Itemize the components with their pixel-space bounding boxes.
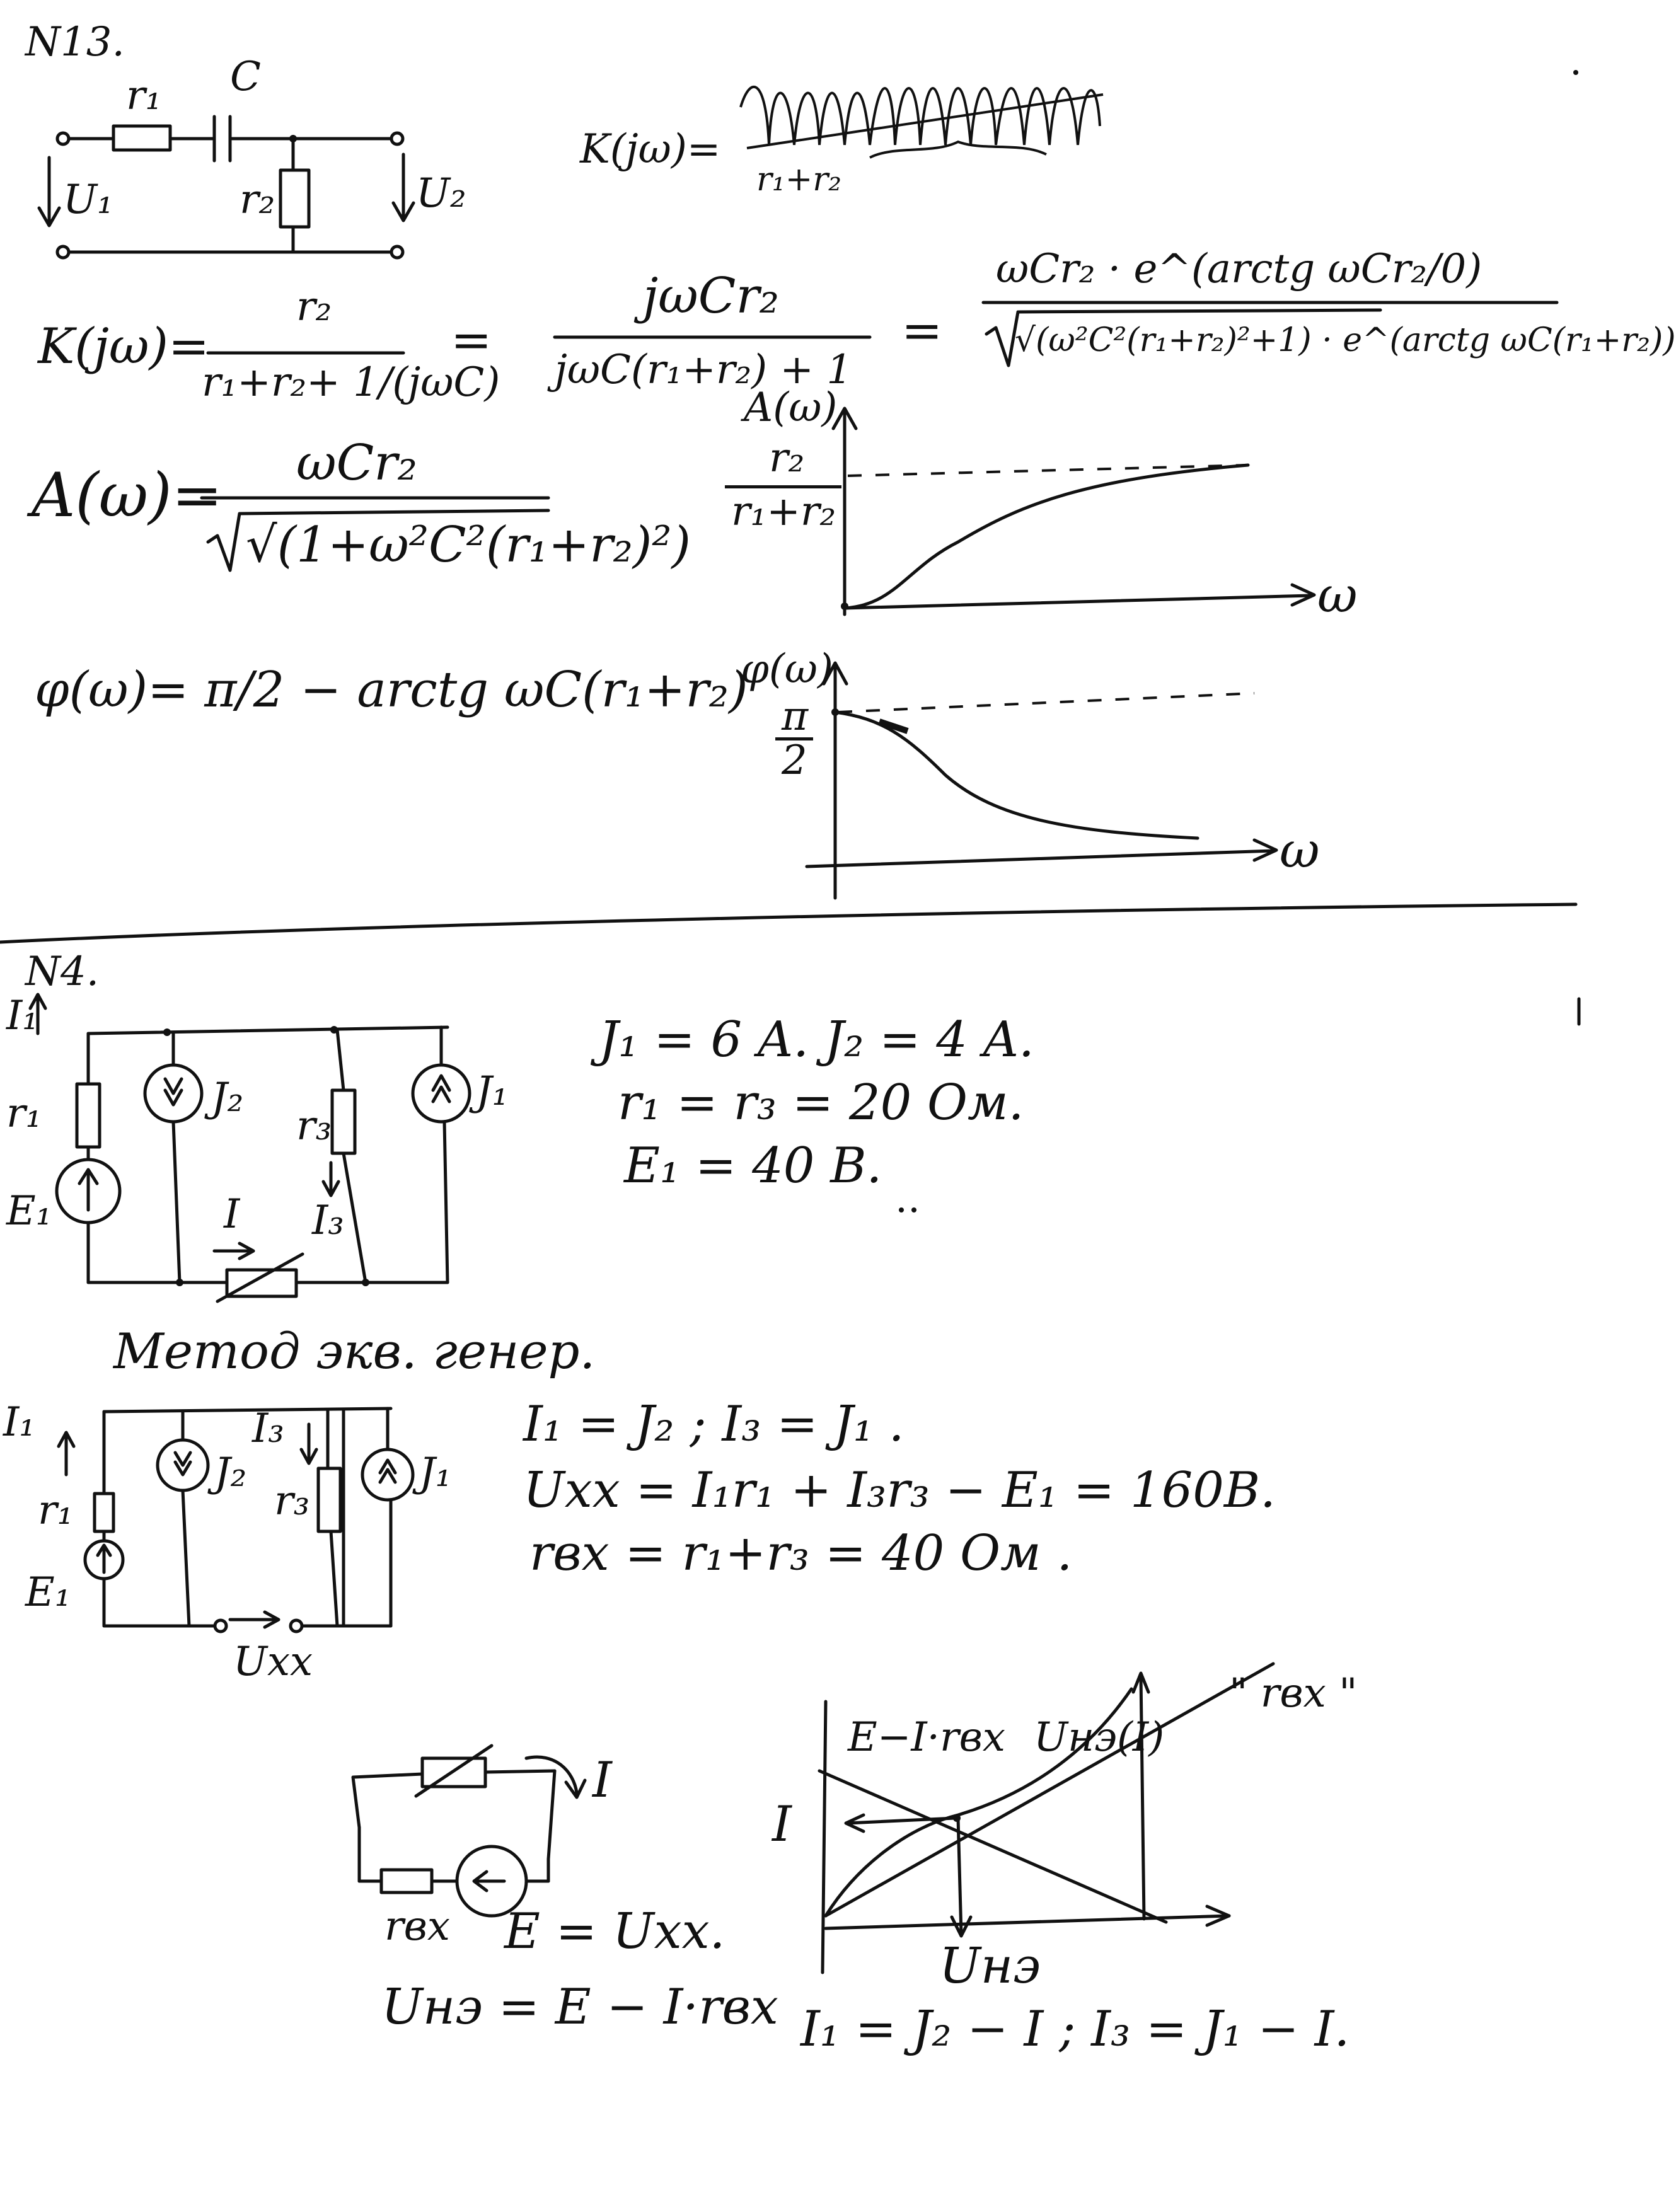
eq-circuit-i-label: I: [592, 1752, 612, 1809]
a-lhs: A(ω)=: [32, 460, 223, 531]
scratch-formula-tail: r₁+r₂: [756, 161, 841, 199]
c1-e1-label: E₁: [6, 1188, 52, 1235]
c1-i3-label: I₃: [312, 1197, 344, 1244]
k-equals-1: =: [451, 312, 492, 369]
graph-x-label: Uнэ: [939, 1938, 1041, 1995]
c2-e1-label: E₁: [25, 1569, 71, 1616]
c2-j2-label: J₂: [214, 1449, 247, 1496]
circuit-n4-open-circuit: [57, 1407, 415, 1633]
k-lhs: K(jω)=: [38, 318, 210, 375]
amp-asymptote-num: r₂: [769, 435, 805, 481]
phase-asymptote-fraction-bar: [775, 737, 813, 740]
problem4-title: N4.: [25, 948, 100, 995]
eq-circuit-e-label: E = Uxx.: [504, 1903, 725, 1960]
load-line-graph: [818, 1662, 1275, 1974]
equation-1: I₁ = J₂ ; I₃ = J₁ .: [523, 1396, 904, 1453]
c2-r1-label: r₁: [38, 1487, 74, 1534]
equation-3: rвх = r₁+r₃ = 40 Ом .: [529, 1525, 1073, 1582]
u1-label: U₁: [63, 176, 113, 223]
given-line-1: J₁ = 6 A. J₂ = 4 A.: [599, 1011, 1034, 1068]
problem13-title: N13.: [25, 19, 125, 66]
crossed-out-scribble: [739, 85, 1104, 159]
amp-asymptote-den: r₁+r₂: [731, 488, 836, 535]
amp-graph-y-label: A(ω): [744, 384, 838, 431]
circuit-n4-original: [28, 993, 471, 1303]
phase-graph-y-label: φ(ω): [741, 646, 833, 693]
graph-y-label: I: [772, 1796, 792, 1853]
a-denominator: √(1+ω²C²(r₁+r₂)²): [246, 517, 691, 573]
equivalent-generator-circuit: [351, 1744, 587, 1918]
sqrt-sign-k3: [985, 308, 1382, 367]
given-line-3: E₁ = 40 B.: [624, 1138, 882, 1194]
rc-circuit: [37, 115, 415, 260]
section-divider: [0, 902, 1578, 944]
handwritten-drawings: [0, 70, 1581, 1974]
given-line-2: r₁ = r₃ = 20 Ом.: [618, 1074, 1024, 1131]
c1-r1-label: r₁: [6, 1090, 42, 1137]
c2-uxx-label: Uxx: [233, 1639, 313, 1685]
load-line: [818, 1769, 1168, 1924]
k-equals-2: =: [901, 302, 943, 359]
r2-label: r₂: [240, 176, 275, 223]
k-numerator-3: ωCr₂ · e^(arctg ωCr₂/0): [996, 246, 1482, 292]
u-ne-formula: Uнэ = E − I·rвх: [381, 1979, 778, 2036]
resistor-r2-symbol: [279, 168, 311, 229]
r1-label: r₁: [126, 72, 162, 119]
sqrt-sign-a: [206, 509, 550, 572]
amp-x-label: ω: [1317, 567, 1358, 624]
c1-j1-label: J₁: [476, 1068, 509, 1115]
a-numerator: ωCr₂: [296, 435, 417, 492]
c1-j2-label: J₂: [211, 1074, 244, 1121]
equation-2: Uxx = I₁r₁ + I₃r₃ − E₁ = 160B.: [523, 1462, 1276, 1519]
c2-r3-label: r₃: [274, 1478, 310, 1524]
final-equations: I₁ = J₂ − I ; I₃ = J₁ − I.: [800, 2001, 1350, 2058]
c2-i1-label: I₁: [3, 1399, 35, 1446]
amplitude-response-graph: [831, 406, 1316, 616]
scratch-formula: K(jω)=: [580, 126, 721, 173]
graph-curve1-label: E−I·rвх: [848, 1714, 1005, 1761]
amp-asymptote-fraction-bar: [725, 485, 841, 488]
c1-i-label: I: [224, 1191, 240, 1238]
capacitor-label: C: [230, 54, 261, 100]
resistor-r1-symbol: [112, 124, 172, 152]
phase-asymptote-num: π: [782, 693, 809, 740]
c1-r3-label: r₃: [296, 1103, 332, 1149]
k-numerator-2: jωCr₂: [643, 268, 780, 325]
c2-j1-label: J₁: [419, 1449, 452, 1496]
method-title: Метод экв. генер.: [113, 1323, 596, 1380]
c2-i3-label: I₃: [252, 1405, 284, 1452]
k-denominator-2: jωC(r₁+r₂) + 1: [555, 347, 853, 393]
phase-x-label: ω: [1280, 822, 1320, 879]
phase-response-graph: [805, 661, 1278, 900]
rvx-characteristic: [824, 1662, 1275, 1918]
k-denominator-1: r₁+r₂+ 1/(jωC): [202, 359, 500, 406]
graph-curve2-label: Uнэ(I): [1034, 1714, 1165, 1761]
graph-curve3-label: " rвх ": [1229, 1670, 1358, 1717]
k-numerator-1: r₂: [296, 284, 332, 330]
c1-i1-label: I₁: [6, 993, 38, 1039]
phi-formula: φ(ω)= π/2 − arctg ωC(r₁+r₂): [35, 662, 748, 718]
phase-asymptote-den: 2: [782, 737, 807, 784]
k-denominator-3: √(ω²C²(r₁+r₂)²+1) · e^(arctg ωC(r₁+r₂)): [1015, 321, 1676, 359]
u2-label: U₂: [416, 170, 466, 217]
eq-circuit-rvx-label: rвх: [384, 1903, 450, 1950]
